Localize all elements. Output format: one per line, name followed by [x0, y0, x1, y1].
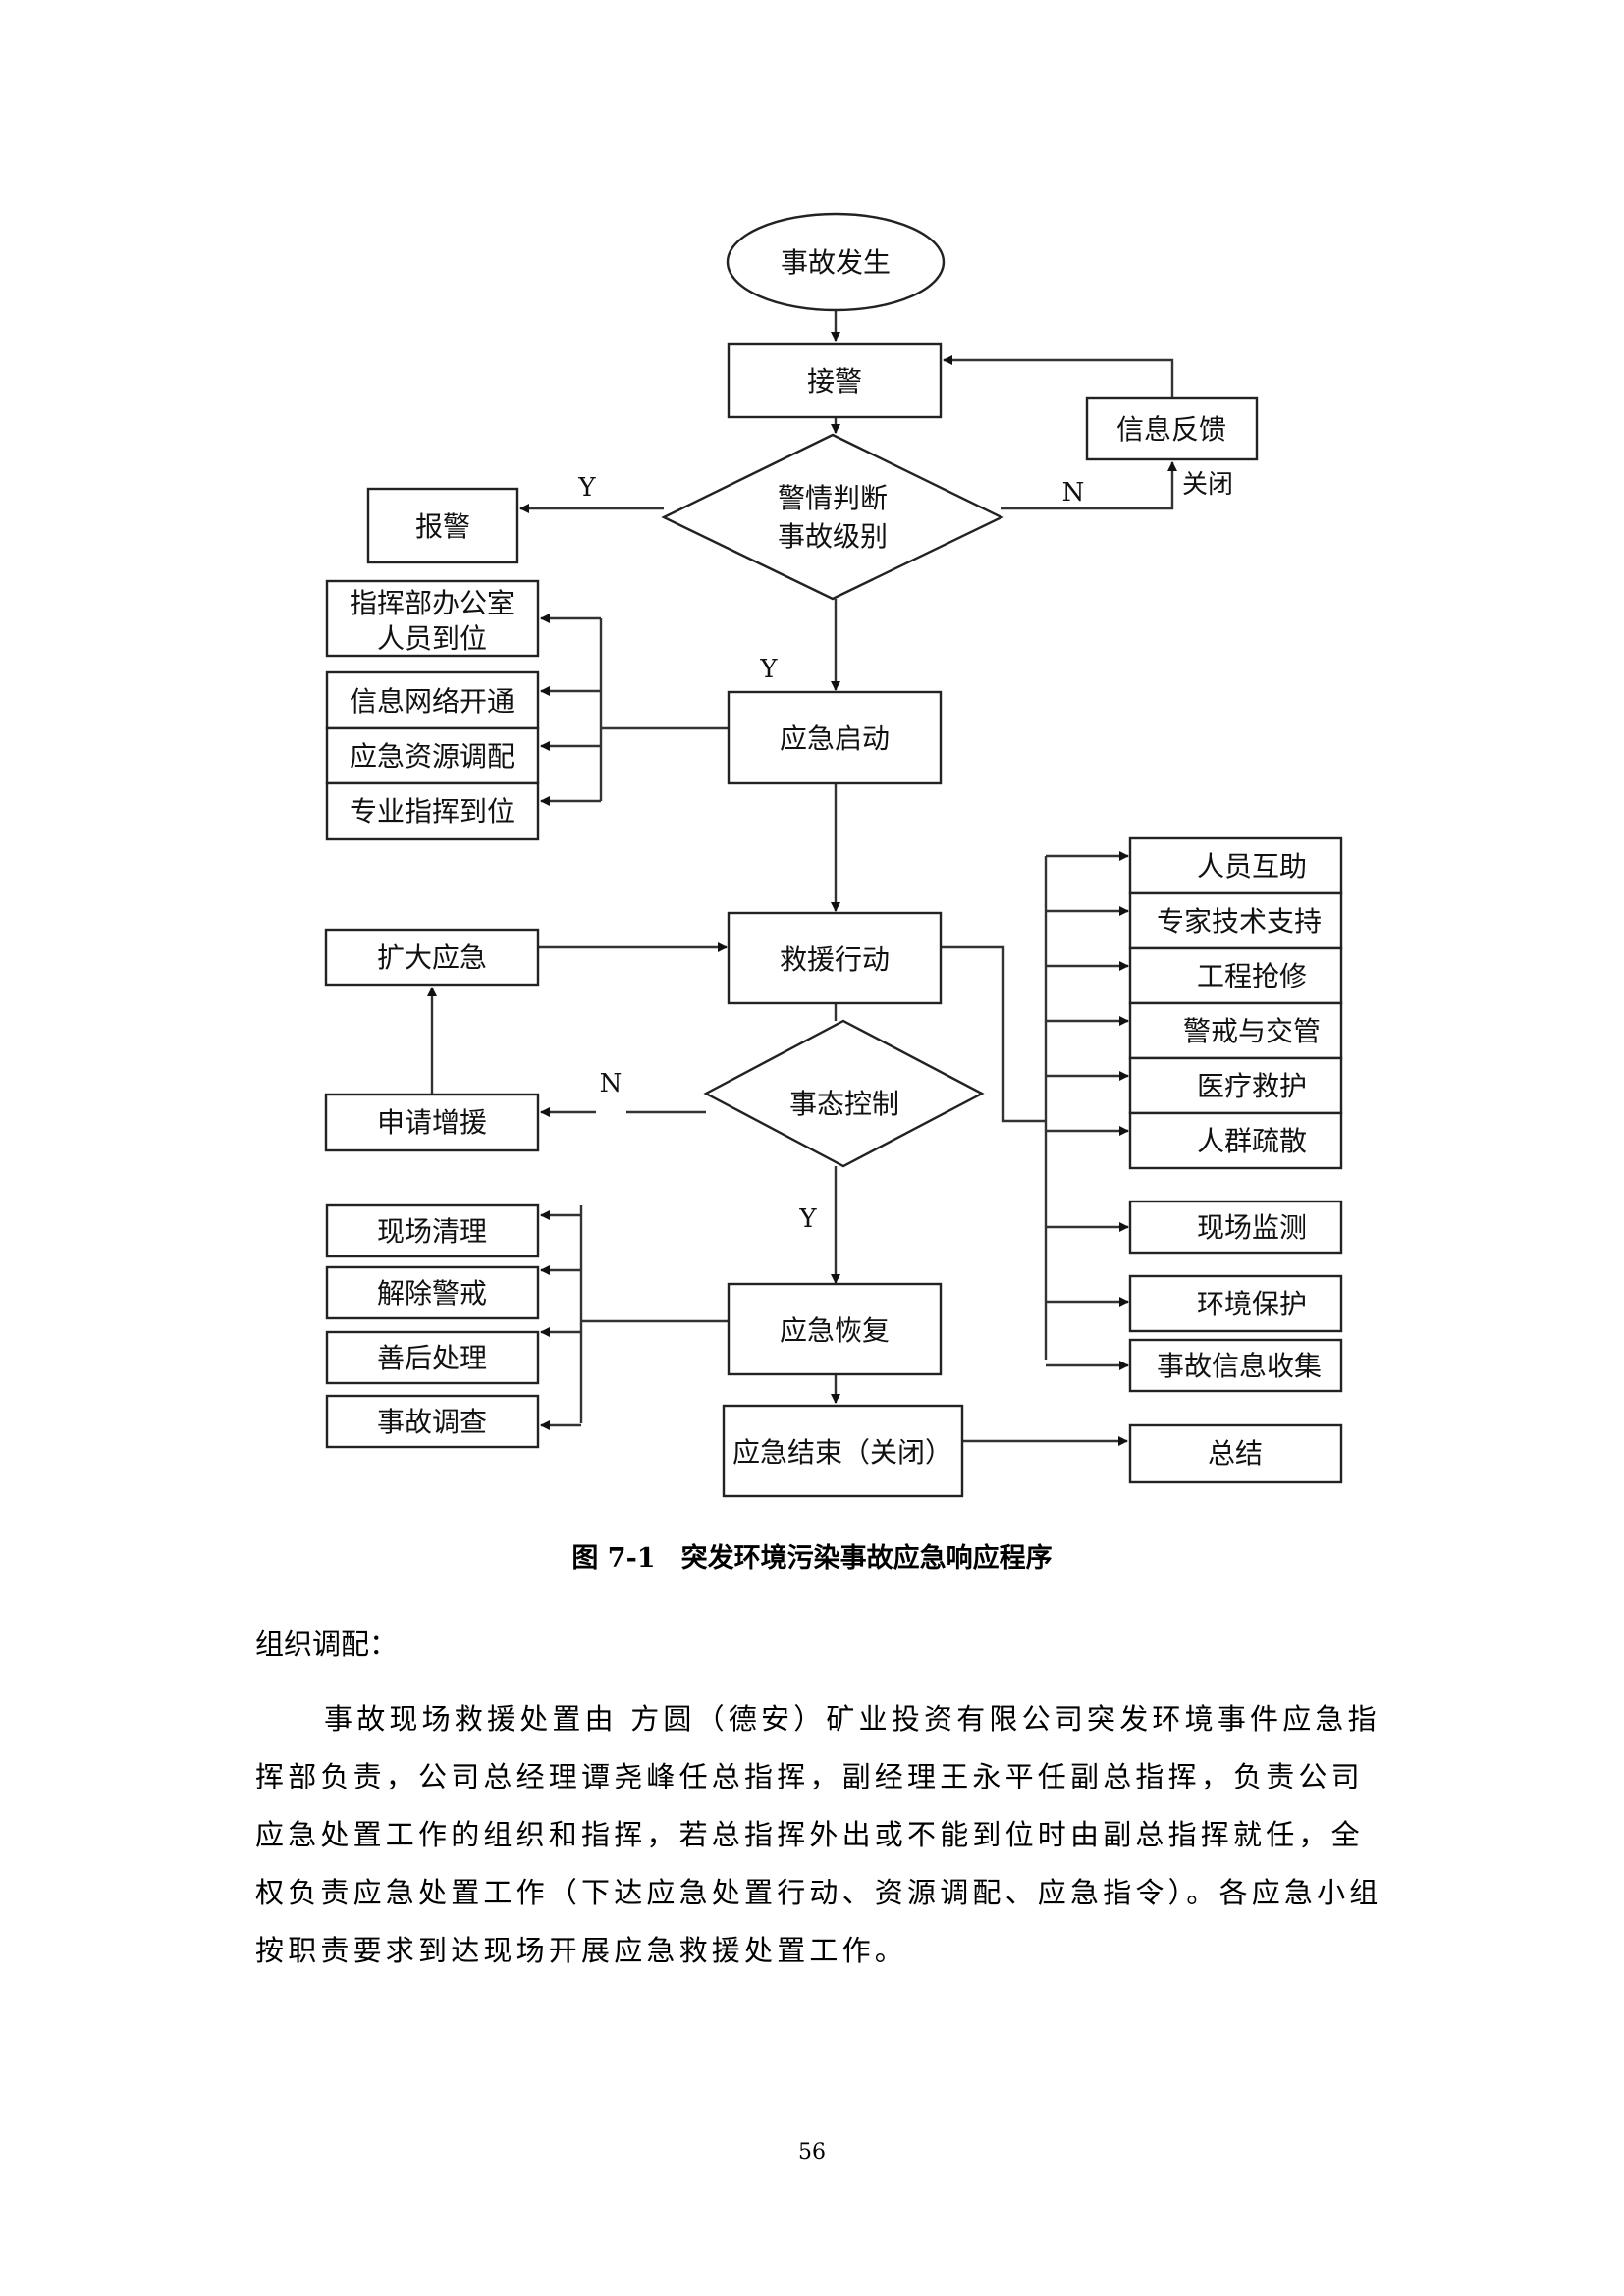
node-report: 报警 — [366, 487, 519, 564]
label-judge-no: N — [1062, 478, 1085, 507]
node-specialist-label: 专业指挥到位 — [350, 795, 514, 828]
rescue-action-box: 人群疏散 — [1128, 1111, 1343, 1170]
node-control: 事态控制 — [703, 1019, 985, 1168]
rescue-action-box: 人员互助 — [1128, 836, 1343, 895]
rescue-action-label: 医疗救护 — [1197, 1070, 1307, 1102]
rescue-actions-stack: 人员互助专家技术支持工程抢修警戒与交管医疗救护人群疏散现场监测环境保护事故信息收… — [1128, 836, 1343, 1393]
rescue-action-box: 事故信息收集 — [1128, 1338, 1343, 1393]
node-feedback: 信息反馈 — [1085, 396, 1259, 461]
node-rescue-label: 救援行动 — [780, 943, 890, 976]
node-judge-label-line2: 事故级别 — [778, 520, 888, 553]
edge-rescue-to-actions — [941, 945, 1046, 1123]
node-activate-label: 应急启动 — [780, 722, 890, 755]
label-control-no: N — [600, 1069, 623, 1098]
page-number: 56 — [798, 2140, 826, 2164]
rescue-action-label: 专家技术支持 — [1157, 905, 1322, 937]
recovery-action-label: 善后处理 — [377, 1342, 487, 1374]
node-feedback-label: 信息反馈 — [1116, 413, 1226, 446]
rescue-action-box: 工程抢修 — [1128, 946, 1343, 1005]
figure-caption: 图 7-1 突发环境污染事故应急响应程序 — [0, 1536, 1624, 1575]
node-summary-label: 总结 — [1208, 1437, 1263, 1469]
rescue-action-box: 警戒与交管 — [1128, 1001, 1343, 1060]
edges — [427, 290, 1177, 1446]
label-close: 关闭 — [1182, 470, 1233, 500]
rescue-action-label: 工程抢修 — [1197, 960, 1307, 992]
rescue-action-label: 警戒与交管 — [1183, 1015, 1321, 1047]
rescue-action-arrows — [1046, 851, 1129, 1370]
recovery-action-label: 现场清理 — [377, 1215, 487, 1248]
emergency-response-flowchart: 事故发生 接警 信息反馈 警情判断 事故级别 报警 指挥部办公室 人员到位 信息… — [324, 212, 1343, 1498]
node-hq-label-line2: 人员到位 — [377, 622, 487, 655]
rescue-action-label: 人员互助 — [1197, 850, 1307, 882]
node-recover-label: 应急恢复 — [780, 1314, 890, 1347]
node-start: 事故发生 — [726, 212, 946, 312]
rescue-action-label: 环境保护 — [1197, 1288, 1307, 1320]
node-activate: 应急启动 — [727, 690, 943, 785]
node-specialist: 专业指挥到位 — [325, 781, 540, 841]
rescue-action-label: 人群疏散 — [1197, 1125, 1307, 1157]
node-network: 信息网络开通 — [325, 670, 540, 730]
label-judge-yes: Y — [577, 473, 596, 503]
node-report-label: 报警 — [415, 510, 470, 543]
rescue-action-box: 专家技术支持 — [1128, 891, 1343, 950]
recovery-action-label: 事故调查 — [377, 1406, 487, 1438]
edge-feedback-to-receive — [943, 355, 1174, 398]
node-start-label: 事故发生 — [781, 246, 891, 279]
label-control-yes: Y — [798, 1204, 817, 1234]
rescue-action-label: 现场监测 — [1197, 1211, 1307, 1244]
node-hq-label-line1: 指挥部办公室 — [350, 587, 514, 619]
figure-caption-number: 图 7-1 — [571, 1543, 656, 1574]
node-resources-label: 应急资源调配 — [350, 740, 514, 773]
node-network-label: 信息网络开通 — [350, 685, 514, 718]
node-reinforce: 申请增援 — [324, 1093, 540, 1152]
label-judge-yes-down: Y — [759, 655, 778, 684]
recovery-action-label: 解除警戒 — [377, 1277, 487, 1309]
recovery-action-box: 善后处理 — [325, 1330, 540, 1385]
node-recover: 应急恢复 — [727, 1282, 943, 1376]
rescue-action-box: 医疗救护 — [1128, 1056, 1343, 1115]
figure-caption-title: 突发环境污染事故应急响应程序 — [680, 1543, 1053, 1574]
node-resources: 应急资源调配 — [325, 726, 540, 785]
node-reinforce-label: 申请增援 — [377, 1106, 487, 1139]
node-judge-label-line1: 警情判断 — [778, 482, 888, 514]
recovery-action-box: 事故调查 — [325, 1394, 540, 1449]
node-expand: 扩大应急 — [324, 928, 540, 987]
node-judge: 警情判断 事故级别 — [661, 433, 1004, 601]
node-end-label: 应急结束（关闭） — [732, 1436, 952, 1468]
recovery-action-arrows — [540, 1210, 581, 1430]
edge-judge-no-to-feedback — [1001, 461, 1177, 510]
node-receive-alarm: 接警 — [727, 342, 943, 419]
rescue-action-box: 环境保护 — [1128, 1274, 1343, 1333]
recovery-action-box: 解除警戒 — [325, 1265, 540, 1320]
section-title: 组织调配： — [255, 1628, 399, 1661]
rescue-action-label: 事故信息收集 — [1157, 1350, 1322, 1382]
node-receive-alarm-label: 接警 — [807, 365, 862, 398]
recovery-action-box: 现场清理 — [325, 1203, 540, 1258]
node-end: 应急结束（关闭） — [722, 1404, 964, 1498]
body-paragraph: 事故现场救援处置由 方圆（德安）矿业投资有限公司突发环境事件应急指挥部负责，公司… — [255, 1702, 1382, 1967]
rescue-action-box: 现场监测 — [1128, 1200, 1343, 1255]
node-rescue: 救援行动 — [727, 911, 943, 1005]
node-hq-staff: 指挥部办公室 人员到位 — [325, 579, 540, 658]
node-summary: 总结 — [1128, 1423, 1343, 1484]
node-expand-label: 扩大应急 — [377, 941, 487, 974]
node-control-label: 事态控制 — [789, 1088, 899, 1120]
